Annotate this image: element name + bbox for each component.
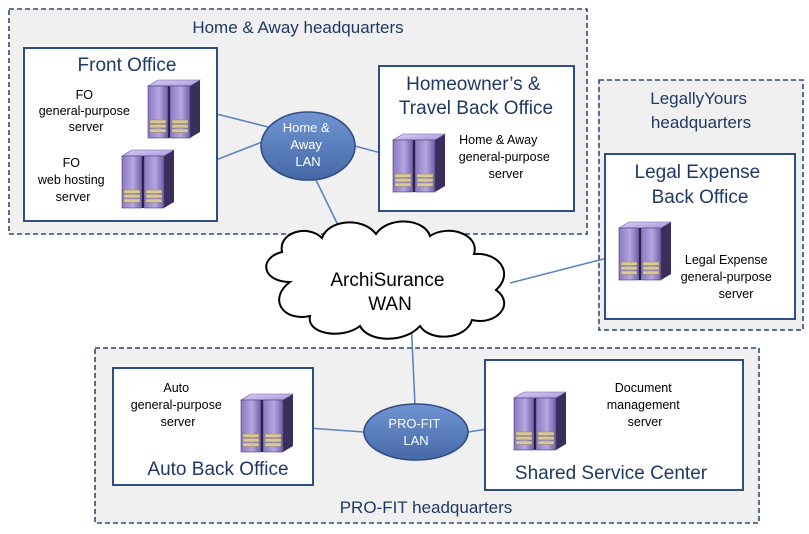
front-office-title: Front Office (78, 55, 177, 76)
legal-general-server-label: Legal Expense general-purpose server (681, 253, 776, 301)
ha-general-server-icon (392, 133, 446, 193)
home-away-hq-title: Home & Away headquarters (192, 18, 403, 37)
fo-general-server-icon (147, 79, 201, 139)
wan-label: ArchiSurance WAN (330, 270, 449, 315)
ha-general-server-label: Home & Away general-purpose server (459, 133, 554, 181)
legal-general-server-icon (618, 221, 672, 281)
travel-back-office-title: Homeowner’s & Travel Back Office (399, 74, 553, 119)
document-server-label: Document management server (607, 381, 683, 429)
fo-web-server-label: FO web hosting server (37, 156, 108, 204)
legal-back-office-title: Legal Expense Back Office (635, 162, 766, 208)
fo-web-server-icon (121, 149, 175, 209)
legallyyours-hq-title: LegallyYours headquarters (650, 89, 751, 132)
profit-hq-title: PRO-FIT headquarters (340, 498, 513, 517)
link-wan-to-legal (509, 255, 616, 284)
auto-back-office-title: Auto Back Office (147, 459, 288, 480)
home-away-lan-label: Home & Away LAN (283, 120, 334, 169)
auto-general-server-icon (240, 393, 294, 453)
profit-lan-label: PRO-FIT LAN (388, 416, 443, 448)
fo-general-server-label: FO general-purpose server (39, 88, 134, 134)
auto-general-server-label: Auto general-purpose server (131, 381, 226, 429)
link-wan-to-profit-lan (410, 319, 416, 406)
profit-lan-node (363, 403, 469, 461)
legal-back-office-box (604, 153, 796, 320)
archisurance-wan-cloud (265, 220, 506, 340)
shared-service-center-title: Shared Service Center (515, 463, 708, 484)
home-away-lan-node (260, 111, 356, 181)
document-server-icon (513, 391, 567, 451)
